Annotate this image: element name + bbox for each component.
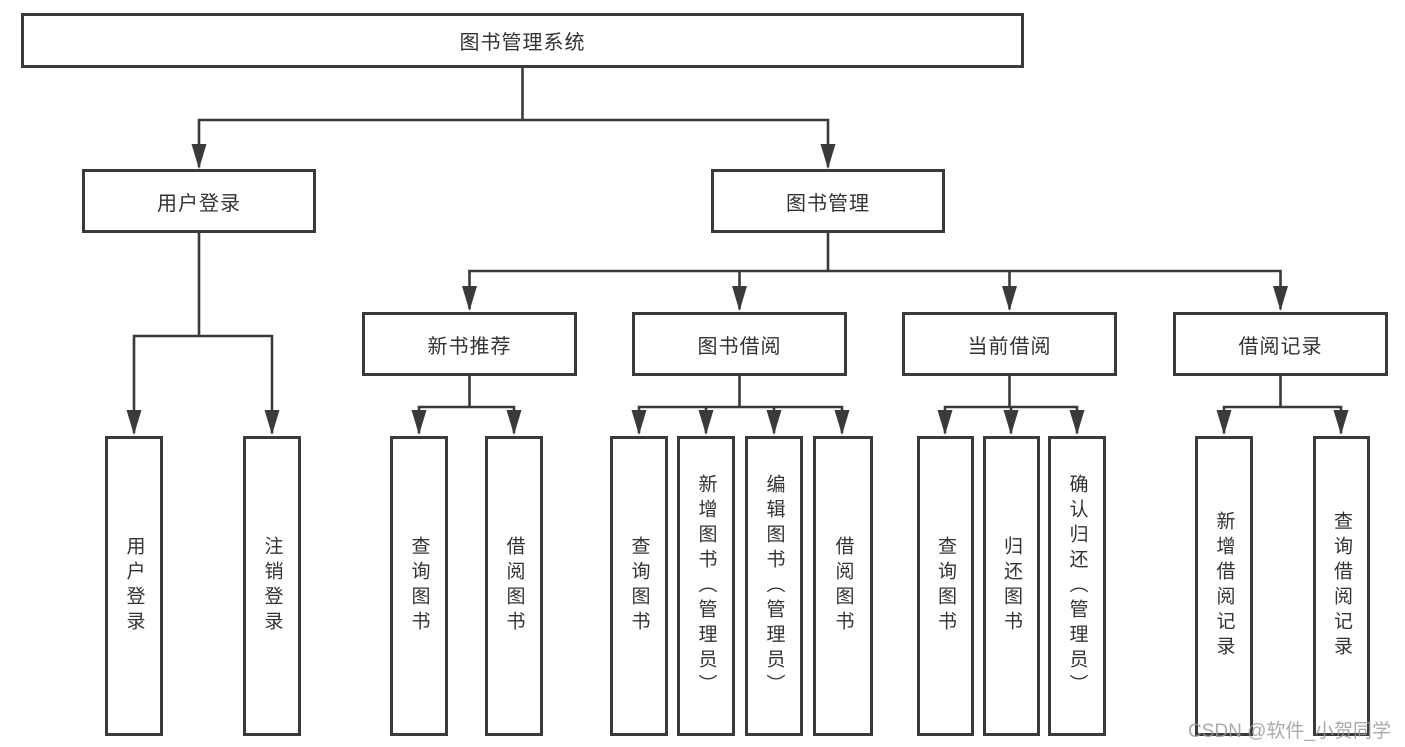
leaf-nb-borrow-books: 借阅图书 bbox=[485, 436, 543, 736]
node-label: 图书管理 bbox=[786, 192, 870, 215]
arrowhead bbox=[126, 410, 142, 435]
connector-records-to-leaves bbox=[1222, 374, 1343, 434]
leaf-label: 查询图书 bbox=[935, 536, 956, 636]
leaf-user-login: 用户登录 bbox=[105, 436, 163, 736]
leaf-label: 新增图书（管理员） bbox=[695, 473, 717, 699]
leaf-label: 查询借阅记录 bbox=[1331, 511, 1352, 661]
connector-userlogin-to-leaves bbox=[132, 231, 274, 434]
node-label: 当前借阅 bbox=[967, 335, 1052, 358]
node-root-library-system: 图书管理系统 bbox=[21, 13, 1024, 68]
leaf-label: 编辑图书（管理员） bbox=[763, 473, 785, 699]
arrowhead bbox=[264, 410, 280, 435]
leaf-label: 注销登录 bbox=[261, 536, 283, 636]
leaf-label: 查询图书 bbox=[628, 536, 650, 636]
arrowhead bbox=[1069, 410, 1085, 435]
leaf-label: 借阅图书 bbox=[832, 536, 854, 636]
node-book-borrow: 图书借阅 bbox=[632, 312, 847, 376]
node-label: 借阅记录 bbox=[1238, 335, 1323, 358]
leaf-label: 确认归还（管理员） bbox=[1066, 473, 1088, 699]
leaf-label: 新增借阅记录 bbox=[1213, 511, 1235, 661]
leaf-label: 借阅图书 bbox=[503, 536, 525, 636]
node-borrow-records: 借阅记录 bbox=[1173, 312, 1388, 376]
leaf-cb-confirm-return-admin: 确认归还（管理员） bbox=[1048, 436, 1106, 736]
leaf-bb-edit-books-admin: 编辑图书（管理员） bbox=[745, 436, 803, 736]
arrowhead bbox=[191, 144, 207, 169]
node-label: 图书借阅 bbox=[697, 335, 782, 358]
leaf-bb-add-books-admin: 新增图书（管理员） bbox=[677, 436, 735, 736]
leaf-bb-borrow-books: 借阅图书 bbox=[813, 436, 873, 736]
arrowhead bbox=[631, 410, 647, 435]
arrowhead bbox=[937, 410, 953, 435]
leaf-br-add-borrow-record: 新增借阅记录 bbox=[1195, 436, 1253, 736]
connector-newbook-to-leaves bbox=[417, 374, 516, 434]
node-label: 用户登录 bbox=[157, 192, 241, 215]
arrowhead bbox=[698, 410, 714, 435]
connector-bookmgmt-to-level3 bbox=[468, 231, 1282, 310]
leaf-label: 用户登录 bbox=[123, 536, 145, 636]
leaf-cb-query-books: 查询图书 bbox=[917, 436, 974, 736]
leaf-nb-query-books: 查询图书 bbox=[390, 436, 448, 736]
arrowhead bbox=[1002, 286, 1017, 311]
leaf-bb-query-books: 查询图书 bbox=[610, 436, 668, 736]
leaf-cb-return-books: 归还图书 bbox=[983, 436, 1040, 736]
connector-root-to-level2 bbox=[197, 66, 830, 168]
arrowhead bbox=[1273, 286, 1288, 311]
arrowheads bbox=[126, 144, 1349, 435]
node-label: 图书管理系统 bbox=[459, 32, 586, 54]
leaf-logout: 注销登录 bbox=[243, 436, 301, 736]
watermark-text: CSDN @软件_小贺同学 bbox=[1188, 721, 1391, 742]
node-user-login: 用户登录 bbox=[82, 169, 316, 233]
node-current-borrow: 当前借阅 bbox=[902, 312, 1117, 376]
node-new-book-recommend: 新书推荐 bbox=[362, 312, 577, 376]
connector-borrow-to-leaves bbox=[637, 374, 844, 434]
arrowhead bbox=[1333, 410, 1349, 435]
arrowhead bbox=[820, 144, 836, 169]
arrowhead bbox=[506, 410, 522, 435]
leaf-label: 查询图书 bbox=[408, 536, 430, 636]
arrowhead bbox=[411, 410, 427, 435]
arrowhead bbox=[1003, 410, 1019, 435]
arrowhead bbox=[834, 410, 850, 435]
arrowhead bbox=[1216, 410, 1232, 435]
arrowhead bbox=[732, 286, 747, 311]
leaf-br-query-borrow-record: 查询借阅记录 bbox=[1313, 436, 1370, 736]
arrowhead bbox=[462, 286, 477, 311]
connector-paths bbox=[132, 66, 1343, 434]
arrowhead bbox=[766, 410, 782, 435]
node-book-management: 图书管理 bbox=[711, 169, 945, 233]
node-label: 新书推荐 bbox=[427, 335, 512, 358]
leaf-label: 归还图书 bbox=[1001, 536, 1022, 636]
